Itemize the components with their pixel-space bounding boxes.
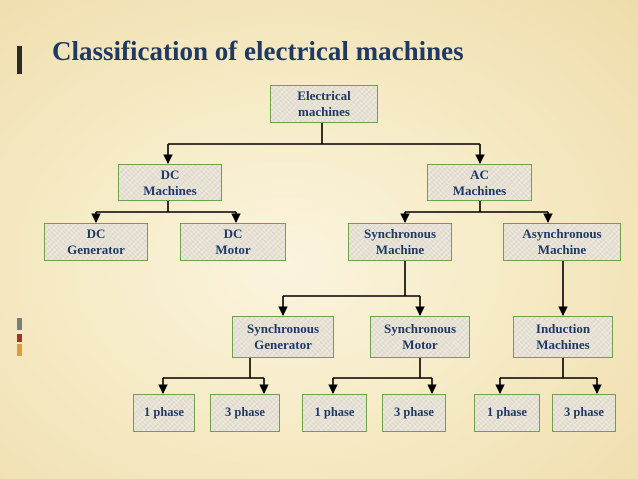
node-ind-1-phase: 1 phase — [474, 394, 540, 432]
node-asynchronous-machine: Asynchronous Machine — [503, 223, 621, 261]
node-ind-3-phase: 3 phase — [552, 394, 616, 432]
node-induction-machines: Induction Machines — [513, 316, 613, 358]
accent-bar-dark — [17, 46, 22, 74]
accent-bar-red — [17, 334, 22, 342]
node-synchronous-machine: Synchronous Machine — [348, 223, 452, 261]
node-ac-machines: AC Machines — [427, 164, 532, 201]
node-synchronous-generator: Synchronous Generator — [232, 316, 334, 358]
node-electrical-machines: Electrical machines — [270, 85, 378, 123]
node-synchronous-motor: Synchronous Motor — [370, 316, 470, 358]
node-dc-machines: DC Machines — [118, 164, 222, 201]
node-dc-generator: DC Generator — [44, 223, 148, 261]
node-motor-3-phase: 3 phase — [382, 394, 446, 432]
accent-bars — [0, 0, 28, 479]
accent-bar-orange — [17, 344, 22, 356]
node-gen-1-phase: 1 phase — [133, 394, 195, 432]
slide-title: Classification of electrical machines — [52, 36, 464, 66]
node-gen-3-phase: 3 phase — [210, 394, 280, 432]
node-motor-1-phase: 1 phase — [302, 394, 367, 432]
node-dc-motor: DC Motor — [180, 223, 286, 261]
accent-bar-gray — [17, 318, 22, 330]
